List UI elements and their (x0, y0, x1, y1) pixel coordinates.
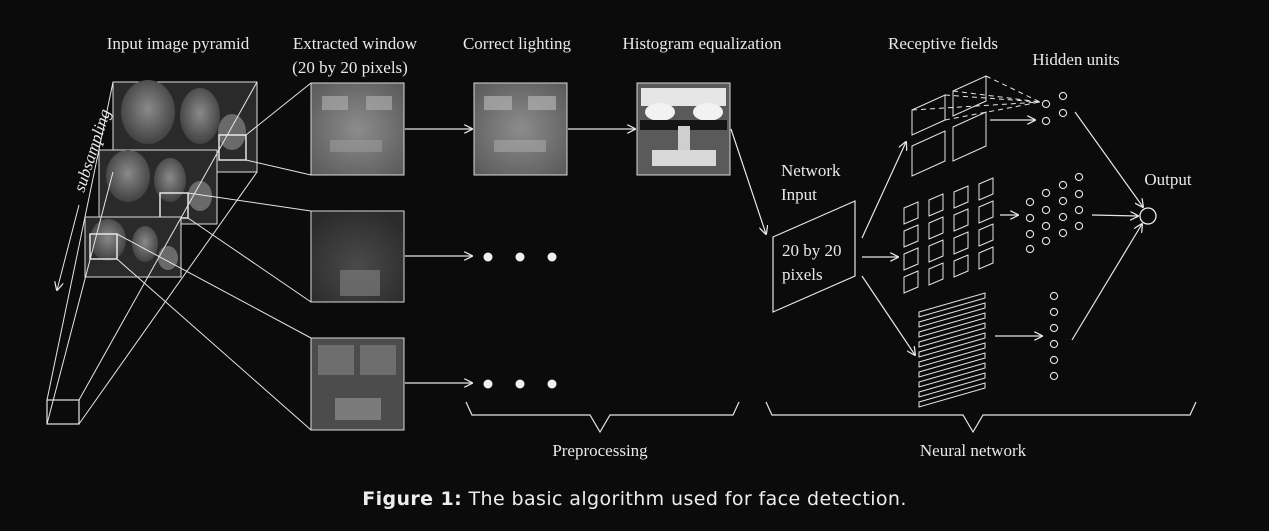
stripe-field (918, 362, 986, 388)
pyramid-image-medium (98, 149, 218, 225)
neural-network-brace (765, 401, 1197, 434)
window-projection-lines (116, 82, 312, 431)
grid-field (903, 247, 919, 271)
extracted-window-3 (310, 337, 405, 431)
hidden-unit (1049, 339, 1059, 349)
stripe-field (918, 372, 986, 398)
grid-field (953, 208, 969, 232)
grid-field (953, 185, 969, 209)
ellipsis-row3 (483, 379, 557, 389)
grid-field (903, 270, 919, 294)
hidden-unit (1049, 355, 1059, 365)
grid-field (978, 200, 994, 224)
caption-lead: Figure 1: (362, 488, 463, 510)
grid-field (978, 246, 994, 270)
input-size-label-1: 20 by 20 (782, 241, 842, 260)
hidden-unit (1074, 221, 1084, 231)
caption-text: The basic algorithm used for face detect… (462, 488, 907, 510)
receptive-fields-stripes (918, 292, 986, 408)
input-pyramid-label: Input image pyramid (107, 34, 250, 53)
hidden-unit (1058, 196, 1068, 206)
input-size-label-2: pixels (782, 265, 823, 284)
arrow-bot-to-output (1071, 224, 1142, 341)
hidden-unit (1074, 205, 1084, 215)
arrow-to-square-fields (861, 142, 906, 239)
hidden-unit (1049, 323, 1059, 333)
hidden-unit (1049, 291, 1059, 301)
receptive-fields-label: Receptive fields (888, 34, 998, 53)
arrow-mid-to-output (1091, 215, 1138, 216)
stripe-field (918, 332, 986, 358)
extracted-window-1 (310, 82, 405, 176)
subsampling-arrow (57, 204, 80, 290)
hidden-unit (1041, 221, 1051, 231)
hidden-unit (1058, 180, 1068, 190)
arrow-top-to-output (1074, 111, 1143, 207)
hidden-unit (1058, 212, 1068, 222)
hidden-units-top (1041, 91, 1068, 126)
pyramid-image-small (84, 216, 182, 278)
extracted-window-size-label: (20 by 20 pixels) (292, 58, 408, 77)
arrow-to-network-input (730, 128, 766, 234)
hidden-unit (1025, 229, 1035, 239)
preprocessing-brace (465, 401, 740, 434)
grid-field (903, 201, 919, 225)
network-input-label-1: Network (781, 161, 841, 180)
hidden-unit (1041, 205, 1051, 215)
ellipsis-row2 (483, 252, 557, 262)
hidden-units-bottom (1049, 291, 1059, 381)
hidden-unit (1025, 213, 1035, 223)
neural-network-label: Neural network (920, 441, 1027, 460)
hidden-unit (1074, 189, 1084, 199)
output-unit (1139, 207, 1157, 225)
grid-field (978, 223, 994, 247)
hidden-unit (1025, 197, 1035, 207)
pyramid-base-outline (46, 81, 258, 425)
correct-lighting-label: Correct lighting (463, 34, 572, 53)
pyramid-image-large (112, 80, 258, 173)
hidden-unit (1049, 307, 1059, 317)
stripe-field (918, 322, 986, 348)
stripe-field (918, 302, 986, 328)
stripe-field (918, 312, 986, 338)
output-label: Output (1144, 170, 1192, 189)
grid-field (903, 224, 919, 248)
stripe-field (918, 342, 986, 368)
grid-field (953, 254, 969, 278)
stripe-field (918, 382, 986, 408)
grid-field (928, 262, 944, 286)
stripe-field (918, 352, 986, 378)
extracted-window-2 (310, 210, 405, 303)
preprocessing-label: Preprocessing (552, 441, 648, 460)
hidden-unit (1058, 228, 1068, 238)
hidden-unit (1041, 188, 1051, 198)
figure-caption: Figure 1: The basic algorithm used for f… (0, 488, 1269, 510)
network-input-plane (772, 200, 856, 313)
network-input-label-2: Input (781, 185, 817, 204)
histogram-equalization-label: Histogram equalization (622, 34, 782, 53)
stripe-field (918, 292, 986, 318)
histogram-equalized-window (636, 82, 731, 176)
hidden-unit (1041, 236, 1051, 246)
arrow-to-stripe-fields (861, 275, 915, 355)
receptive-fields-grid (903, 177, 994, 294)
hidden-units-label: Hidden units (1032, 50, 1119, 69)
hidden-unit (1049, 371, 1059, 381)
grid-field (928, 239, 944, 263)
hidden-unit (1074, 172, 1084, 182)
receptive-fields-squares (911, 75, 1041, 177)
hidden-units-middle (1025, 172, 1084, 254)
grid-field (953, 231, 969, 255)
lighting-corrected-window (473, 82, 568, 176)
grid-field (978, 177, 994, 201)
extracted-window-label: Extracted window (293, 34, 418, 53)
grid-field (928, 216, 944, 240)
hidden-unit (1025, 244, 1035, 254)
grid-field (928, 193, 944, 217)
